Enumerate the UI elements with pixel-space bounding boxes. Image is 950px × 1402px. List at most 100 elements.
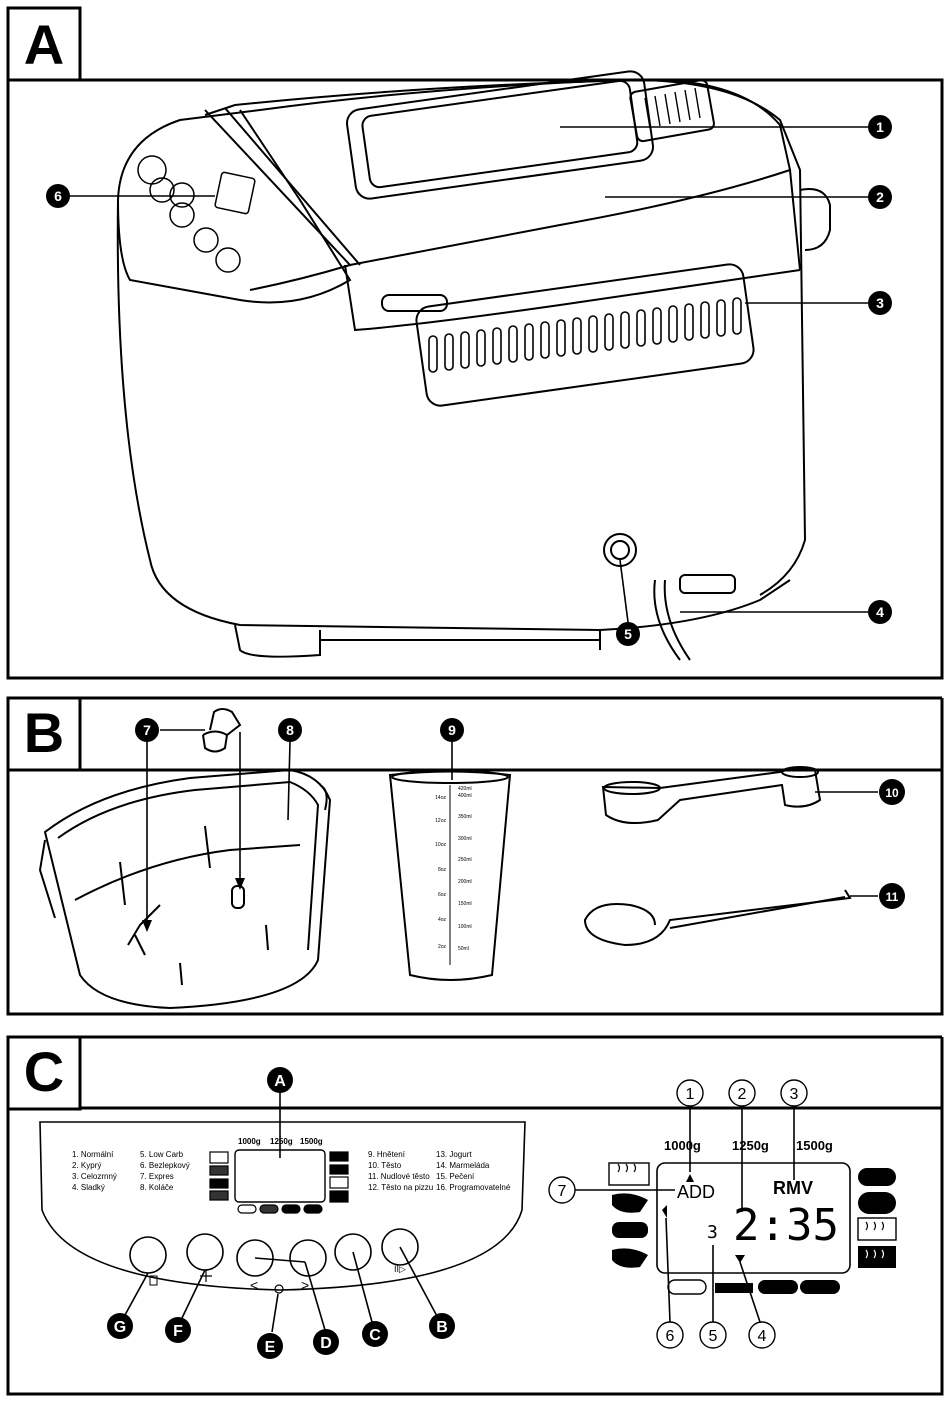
svg-text:6oz: 6oz	[438, 892, 447, 898]
svg-text:3: 3	[790, 1086, 799, 1103]
hand-knead-2-icon	[612, 1248, 648, 1268]
svg-text:8oz: 8oz	[438, 867, 447, 873]
svg-text:4: 4	[876, 604, 884, 620]
panel-c: C 1000g 1250g 1500g 1. Normální 2. Kyprý…	[6, 1035, 944, 1396]
program-number: 3	[707, 1222, 718, 1243]
callout-9	[440, 718, 464, 742]
svg-text:6: 6	[666, 1328, 675, 1345]
svg-text:B: B	[436, 1319, 448, 1336]
svg-text:14. Marmeláda: 14. Marmeláda	[436, 1161, 490, 1170]
svg-text:7. Expres: 7. Expres	[140, 1172, 174, 1181]
large-lcd: 1000g 1250g 1500g ADD RMV 2:35 3	[608, 1138, 897, 1295]
svg-text:200ml: 200ml	[458, 879, 472, 885]
svg-text:50ml: 50ml	[458, 946, 469, 952]
hand-knead-icon	[612, 1193, 648, 1213]
callout-1	[868, 115, 892, 139]
chevron-right-icon: >	[301, 1277, 309, 1293]
callout-num-7	[548, 1176, 576, 1204]
kneading-paddle	[202, 708, 242, 753]
bake-icon	[857, 1217, 897, 1241]
svg-text:2: 2	[876, 189, 884, 205]
crust-light-icon	[608, 1162, 650, 1186]
svg-text:150ml: 150ml	[458, 901, 472, 907]
svg-text:1250g: 1250g	[270, 1137, 293, 1146]
dough-hook	[583, 889, 852, 947]
menu-icon	[149, 1275, 158, 1286]
svg-text:14oz: 14oz	[435, 795, 446, 801]
measuring-cup	[388, 770, 512, 981]
svg-text:F: F	[173, 1323, 183, 1340]
svg-text:15. Pečení: 15. Pečení	[436, 1172, 475, 1181]
svg-text:10: 10	[885, 786, 899, 800]
svg-text:A: A	[274, 1073, 286, 1090]
weight-button[interactable]	[186, 1233, 224, 1271]
svg-text:1250g: 1250g	[732, 1138, 769, 1153]
callout-num-1	[676, 1079, 704, 1107]
svg-text:4oz: 4oz	[438, 917, 447, 923]
svg-text:3. Celozrnný: 3. Celozrnný	[72, 1172, 117, 1181]
panel-a: A	[6, 6, 944, 680]
callout-c	[362, 1321, 388, 1347]
svg-text:250ml: 250ml	[458, 857, 472, 863]
bread-dark-icon	[612, 1222, 648, 1238]
svg-text:11: 11	[886, 890, 899, 904]
svg-text:D: D	[320, 1335, 332, 1352]
callout-11	[879, 883, 905, 909]
svg-text:6. Bezlepkový: 6. Bezlepkový	[140, 1161, 190, 1170]
svg-text:G: G	[114, 1319, 126, 1336]
svg-text:4. Sladký: 4. Sladký	[72, 1183, 105, 1192]
svg-text:7: 7	[558, 1183, 567, 1200]
svg-text:12. Těsto na pizzu: 12. Těsto na pizzu	[368, 1183, 433, 1192]
svg-text:1: 1	[686, 1086, 695, 1103]
callout-g	[107, 1313, 133, 1339]
panel-a-letter: A	[24, 13, 64, 76]
callout-a	[267, 1067, 293, 1093]
panel-b: B 420ml 400	[6, 696, 944, 1016]
svg-text:1500g: 1500g	[796, 1138, 833, 1153]
svg-text:300ml: 300ml	[458, 836, 472, 842]
add-indicator: ADD	[677, 1182, 715, 1202]
callouts-b: 7 8 9 10 11	[135, 718, 905, 932]
control-panel-outline	[39, 1121, 526, 1291]
svg-text:1: 1	[876, 119, 884, 135]
callouts-c-numbers	[548, 1079, 808, 1349]
top-vent-slats	[644, 87, 701, 129]
right-arrow-button[interactable]	[289, 1239, 327, 1277]
button-glyphs: < > II▷	[149, 1264, 406, 1294]
svg-text:350ml: 350ml	[458, 814, 472, 820]
callout-10	[879, 779, 905, 805]
chevron-left-icon: <	[250, 1277, 258, 1293]
callout-4	[868, 600, 892, 624]
svg-text:9. Hnětení: 9. Hnětení	[368, 1150, 406, 1159]
callout-num-4	[748, 1321, 776, 1349]
panel-c-letter: C	[24, 1040, 64, 1103]
program-list: 1. Normální 2. Kyprý 3. Celozrnný 4. Sla…	[72, 1150, 511, 1192]
svg-text:12oz: 12oz	[435, 818, 446, 824]
svg-text:4: 4	[758, 1328, 767, 1345]
svg-text:5: 5	[709, 1328, 718, 1345]
callout-num-3	[780, 1079, 808, 1107]
svg-text:C: C	[369, 1327, 381, 1344]
svg-text:420ml: 420ml	[458, 786, 472, 792]
loaf-icon	[858, 1168, 896, 1186]
svg-text:2. Kyprý: 2. Kyprý	[72, 1161, 101, 1170]
svg-text:2: 2	[738, 1086, 747, 1103]
loaf-large-icon	[858, 1192, 896, 1214]
svg-text:9: 9	[448, 722, 456, 738]
svg-text:8. Koláče: 8. Koláče	[140, 1183, 174, 1192]
menu-button[interactable]	[129, 1236, 167, 1274]
start-icon: II▷	[394, 1264, 406, 1274]
timer-icon	[274, 1284, 284, 1294]
callouts-a: 1 2 3 4 5 6	[46, 115, 892, 646]
svg-text:5: 5	[624, 626, 632, 642]
svg-text:6: 6	[54, 188, 62, 204]
svg-text:1. Normální: 1. Normální	[72, 1150, 114, 1159]
panel-c-tab	[6, 1035, 82, 1111]
bread-maker	[116, 70, 831, 661]
callout-num-6	[656, 1321, 684, 1349]
svg-text:5. Low Carb: 5. Low Carb	[140, 1150, 184, 1159]
callout-7	[135, 718, 159, 742]
callout-b	[429, 1313, 455, 1339]
panel-b-tab	[6, 696, 82, 772]
svg-text:11. Nudlové těsto: 11. Nudlové těsto	[368, 1172, 430, 1181]
